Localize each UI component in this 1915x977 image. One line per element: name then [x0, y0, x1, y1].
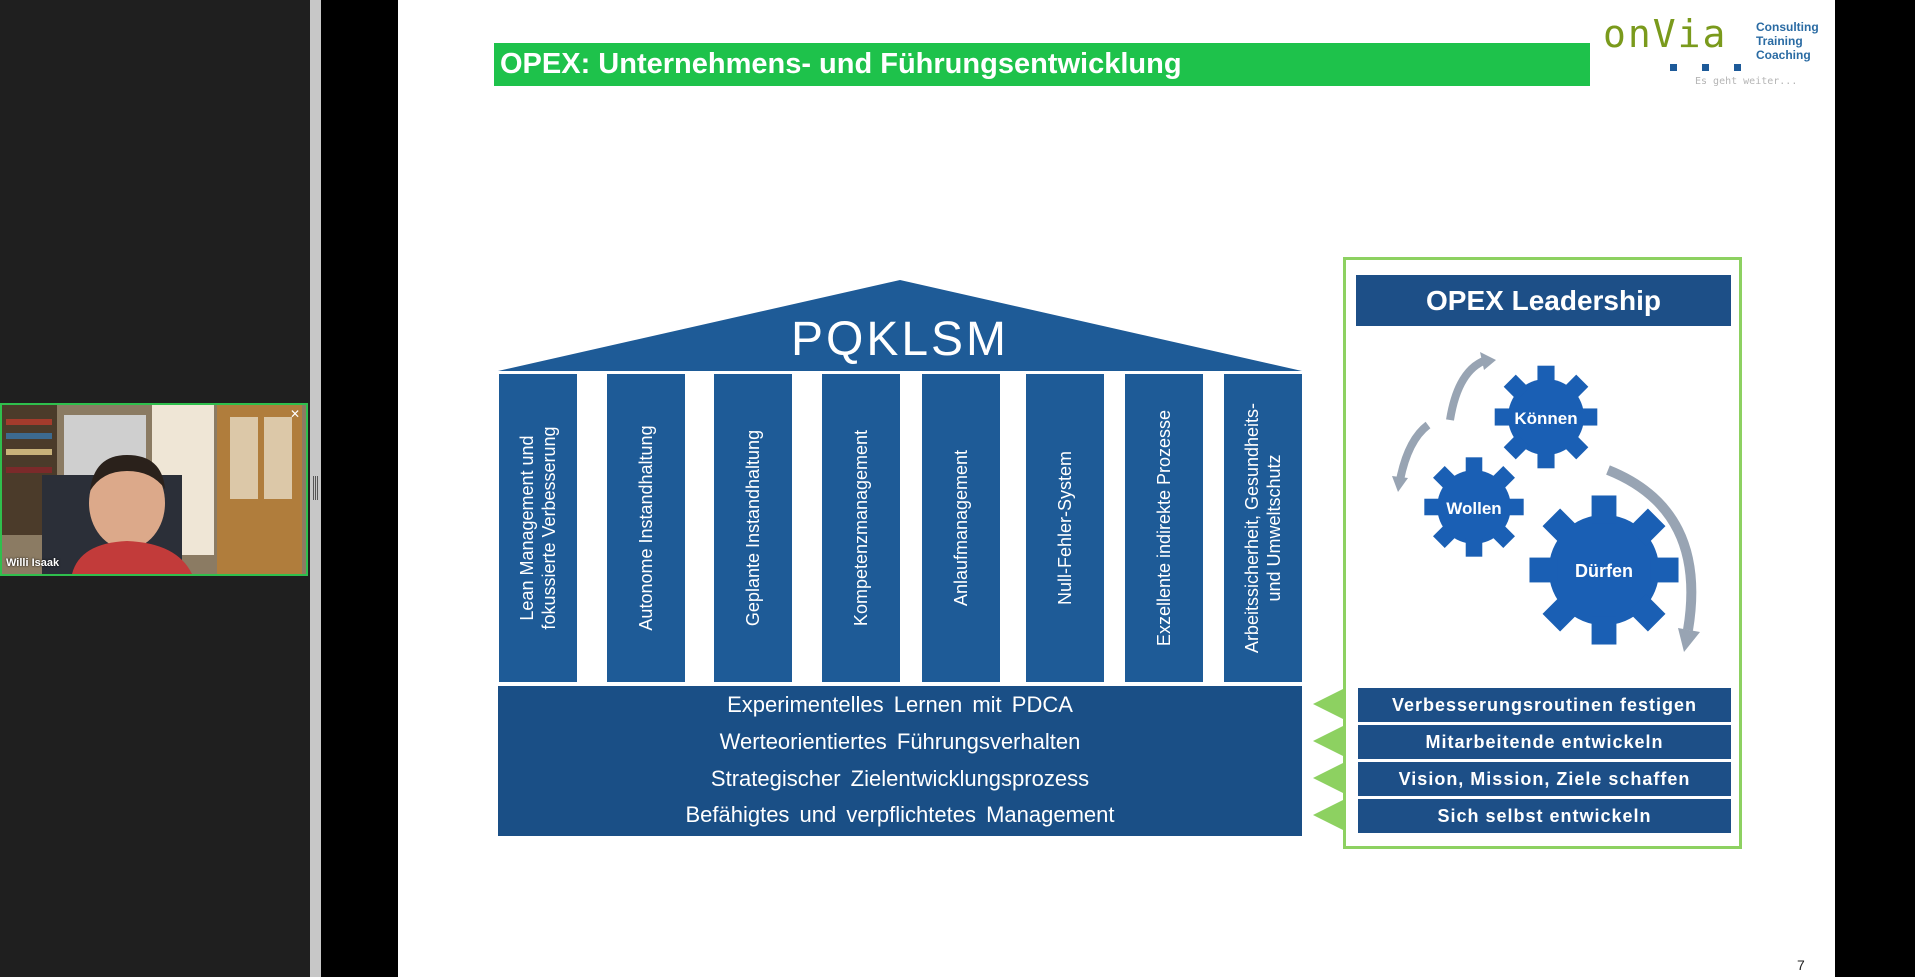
video-tile[interactable]: Willi Isaak ✕ — [0, 403, 308, 576]
leadership-frame — [1343, 257, 1742, 849]
close-icon[interactable]: ✕ — [289, 407, 300, 421]
pillar-label: Exzellente indirekte Prozesse — [1154, 409, 1174, 647]
participant-name: Willi Isaak — [6, 557, 60, 569]
arrow-left-icon — [1313, 688, 1345, 720]
pillar-label: Null-Fehler-System — [1055, 450, 1075, 606]
pillar-label: Anlaufmanagement — [951, 449, 971, 607]
foundation-row: Strategischer Zielentwicklungsprozess — [710, 766, 1090, 791]
right-margin — [1835, 0, 1915, 977]
arrow-left-icon — [1313, 725, 1345, 757]
panel-splitter[interactable] — [310, 0, 321, 977]
house-foundation: Experimentelles Lernen mit PDCA Werteori… — [498, 686, 1302, 836]
splitter-grip-icon[interactable] — [313, 476, 318, 500]
logo-slogan: Es geht weiter... — [1695, 76, 1798, 87]
gears-diagram: Können Wollen Dürfen — [1392, 352, 1700, 652]
logo-tagline-consulting: Consulting — [1756, 20, 1819, 34]
pillar-geplante-instandhaltung: Geplante Instandhaltung — [714, 374, 792, 682]
pillar-label: Kompetenzmanagement — [851, 429, 871, 627]
arrow-left-icon — [1313, 799, 1345, 831]
pillar-exzellente-prozesse: Exzellente indirekte Prozesse — [1125, 374, 1203, 682]
house-roof — [498, 280, 1302, 371]
gear-label-koennen: Können — [1514, 409, 1577, 428]
logo-dots — [1670, 58, 1766, 76]
pillar-label: Autonome Instandhaltung — [636, 425, 656, 631]
roof-label: PQKLSM — [790, 313, 1010, 366]
slide-title: OPEX: Unternehmens- und Führungsentwickl… — [494, 43, 1590, 86]
page-number: 7 — [1797, 957, 1805, 973]
logo-brand: onVia — [1603, 12, 1728, 56]
foundation-row: Werteorientiertes Führungsverhalten — [719, 729, 1081, 754]
leadership-header: OPEX Leadership — [1356, 275, 1731, 326]
cycle-arrow-icon — [1396, 421, 1431, 481]
arrow-left-icon — [1313, 762, 1345, 794]
leadership-row: Sich selbst entwickeln — [1358, 799, 1731, 833]
logo-tagline: Consulting Training Coaching — [1756, 20, 1819, 62]
gear-label-duerfen: Dürfen — [1575, 561, 1633, 581]
pillar-arbeitssicherheit: Arbeitssicherheit, Gesundheits- und Umwe… — [1224, 374, 1302, 682]
pillar-lean-management: Lean Management und fokussierte Verbesse… — [499, 374, 577, 682]
pillar-label: Arbeitssicherheit, Gesundheits- und Umwe… — [1242, 402, 1284, 654]
gear-label-wollen: Wollen — [1446, 499, 1501, 518]
onvia-logo: onVia Consulting Training Coaching Es ge… — [1603, 12, 1833, 87]
participant-video — [2, 405, 306, 574]
foundation-row: Experimentelles Lernen mit PDCA — [727, 692, 1073, 717]
pillar-autonome-instandhaltung: Autonome Instandhaltung — [607, 374, 685, 682]
leadership-row: Verbesserungsroutinen festigen — [1358, 688, 1731, 722]
foundation-row: Befähigtes und verpflichtetes Management — [685, 802, 1115, 827]
pillar-label: Geplante Instandhaltung — [743, 429, 763, 627]
logo-tagline-training: Training — [1756, 34, 1803, 48]
pillar-anlaufmanagement: Anlaufmanagement — [922, 374, 1000, 682]
participants-panel: Willi Isaak ✕ — [0, 0, 310, 977]
logo-tagline-coaching: Coaching — [1756, 48, 1811, 62]
presentation-slide: OPEX: Unternehmens- und Führungsentwickl… — [398, 0, 1835, 977]
pillar-kompetenzmanagement: Kompetenzmanagement — [822, 374, 900, 682]
pillar-null-fehler-system: Null-Fehler-System — [1026, 374, 1104, 682]
leadership-row: Mitarbeitende entwickeln — [1358, 725, 1731, 759]
pillar-label: Lean Management und fokussierte Verbesse… — [517, 426, 559, 630]
leadership-row: Vision, Mission, Ziele schaffen — [1358, 762, 1731, 796]
